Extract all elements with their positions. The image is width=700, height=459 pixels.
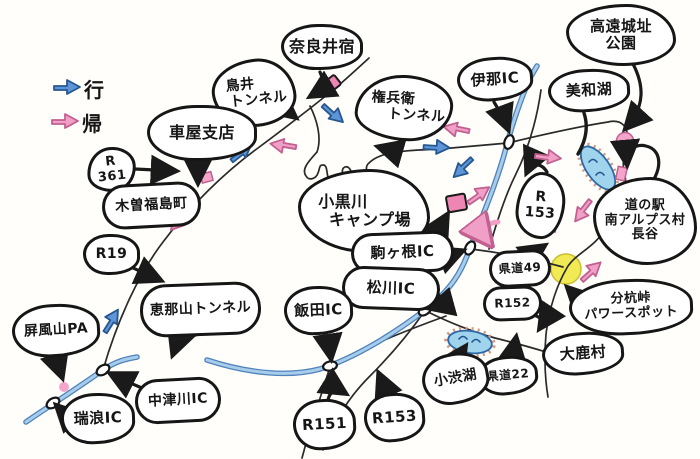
pointer-michinoeki: [609, 138, 661, 191]
return-uturn-arrow: [484, 222, 501, 240]
bubble-r152: R152: [482, 284, 543, 323]
bubble-label: 美和湖: [565, 79, 613, 101]
go-arrow-legend: [53, 79, 81, 95]
route-arrows: [51, 79, 607, 337]
pointer-ina: [485, 100, 514, 135]
bubble-label: 南アルプス村: [604, 212, 686, 228]
bubble-nakatsugawa-ic: 中津川IC: [133, 375, 223, 426]
bubble-pointer-arrows: [39, 60, 661, 434]
bubble-label: 奈良井宿: [288, 37, 355, 57]
bubble-label: 長谷: [631, 227, 659, 243]
return-arrow-legend: [51, 113, 79, 129]
bubble-label: 木曽福島町: [114, 194, 189, 215]
pointer-camp: [421, 209, 451, 244]
legend-return-label: 帰: [82, 112, 102, 136]
bubble-label: 道の駅: [624, 198, 666, 214]
takato-park-marker: [615, 131, 635, 151]
pointer-enasan: [167, 325, 201, 360]
bubble-narai-juku: 奈良井宿: [281, 24, 363, 70]
pointer-iida: [312, 331, 343, 365]
pointer-r153-upper: [523, 143, 551, 178]
interchange-node-iida: [321, 360, 339, 372]
legend-go-label: 行: [84, 78, 104, 102]
bubble-label: R151: [301, 413, 348, 435]
bubble-label: 駒ヶ根IC: [370, 241, 435, 263]
bubble-label: R19: [95, 245, 128, 262]
miwako-stop-marker: [614, 165, 629, 182]
pointer-takato: [621, 60, 654, 133]
campsite-marker: [445, 192, 468, 214]
bubble-label: 恵那山トンネル: [149, 298, 252, 319]
return-arrow: [533, 147, 563, 167]
pointer-r361: [133, 154, 182, 185]
bubble-label: パワースポット: [584, 304, 679, 323]
bubble-label: 153: [524, 203, 556, 222]
go-arrow: [422, 138, 451, 156]
bubble-label: R153: [371, 406, 418, 428]
bubble-matsukawa-ic: 松川IC: [341, 265, 441, 312]
return-arrow: [268, 135, 298, 156]
bubble-label: 松川IC: [366, 278, 416, 298]
bubble-kurumaya: 車屋支店: [147, 105, 257, 161]
pointer-narai: [305, 70, 340, 100]
bubble-label: 飯田IC: [293, 300, 344, 320]
bubble-label: 中津川IC: [147, 390, 209, 410]
bubble-label: 大鹿村: [559, 342, 607, 364]
bubble-label: R152: [494, 295, 531, 311]
bubble-kiso-fukushima: 木曽福島町: [100, 180, 203, 231]
interchange-node-nakatsugawa: [95, 363, 111, 377]
bubble-label: 瑞浪IC: [73, 408, 123, 428]
bubble-label: 公園: [605, 34, 637, 52]
interchange-node-komagane: [463, 240, 477, 256]
bubble-enasan-tunnel: 恵那山トンネル: [139, 280, 262, 339]
bubble-kendo49: 県道49: [488, 248, 552, 289]
bubble-label: 伊那IC: [470, 67, 520, 90]
pointer-gonbei: [373, 139, 407, 169]
bubble-label: 県道49: [498, 259, 542, 276]
pointer-miwako: [576, 111, 588, 156]
bubble-label: キャンプ場: [328, 210, 412, 229]
byobuzan-pa-marker: [59, 382, 69, 392]
bubble-label: トンネル: [387, 106, 446, 126]
bubble-r19: R19: [83, 234, 140, 275]
bubble-label: 車屋支店: [168, 123, 235, 143]
kiso-fukushima-stop-marker: [199, 170, 215, 185]
bubble-label: 小渋湖: [432, 366, 479, 390]
bubble-label: 小黒川: [318, 192, 368, 212]
interchange-node-ina: [503, 134, 515, 150]
pointer-nakatsugawa: [105, 371, 144, 399]
bubble-michinoeki-hase: 道の駅南アルプス村長谷: [593, 177, 697, 265]
go-arrow: [447, 153, 479, 184]
bubble-label: 屏風山PA: [23, 319, 89, 340]
bubble-takato-park: 高遠城址公園: [566, 4, 676, 66]
go-arrow: [318, 98, 349, 129]
bubble-label: 高遠城址: [589, 17, 652, 36]
pointer-byobuzan: [39, 349, 69, 383]
